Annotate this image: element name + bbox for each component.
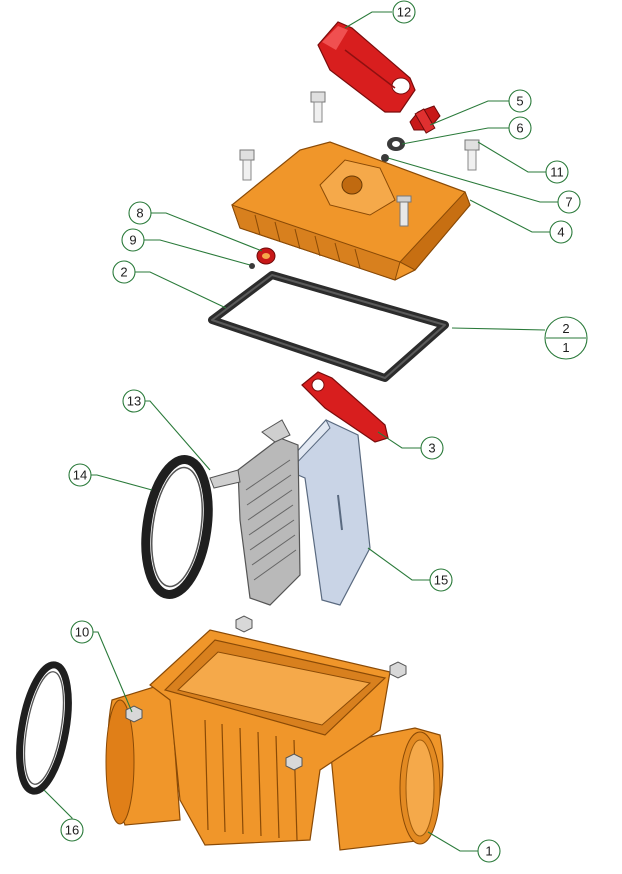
plug-part xyxy=(409,105,441,134)
callout-label-bottom: 1 xyxy=(562,340,569,355)
washer-part xyxy=(387,137,405,151)
callout-label: 8 xyxy=(136,206,143,221)
callout-12: 12 xyxy=(392,0,416,24)
red-lever-part xyxy=(301,371,389,443)
callout-1: 1 xyxy=(477,839,501,863)
callout-14: 14 xyxy=(68,463,92,487)
bolt-part xyxy=(310,91,326,123)
callout-8: 8 xyxy=(128,201,152,225)
callout-13: 13 xyxy=(122,389,146,413)
callout-3: 3 xyxy=(420,436,444,460)
callout-label: 3 xyxy=(428,441,435,456)
callout-2: 2 xyxy=(112,260,136,284)
callout-7: 7 xyxy=(557,190,581,214)
callout-11: 11 xyxy=(545,160,569,184)
lever-handle-part xyxy=(317,21,416,113)
small-nut-part xyxy=(381,154,389,162)
leader-lines xyxy=(43,11,558,852)
callout-label: 7 xyxy=(565,195,572,210)
tiny-nut-part xyxy=(249,263,255,269)
callout-6: 6 xyxy=(508,116,532,140)
bolt-part xyxy=(464,139,480,171)
valve-body-part xyxy=(105,615,444,851)
callout-10: 10 xyxy=(70,620,94,644)
callout-label: 4 xyxy=(557,225,564,240)
callout-4: 4 xyxy=(549,220,573,244)
callout-label: 1 xyxy=(485,844,492,859)
callout-9: 9 xyxy=(121,228,145,252)
callout-2-over-1: 2 1 xyxy=(544,316,588,360)
ring-seal-part xyxy=(141,455,213,599)
callout-label: 2 xyxy=(120,265,127,280)
callout-label-top: 2 xyxy=(562,321,569,336)
callout-15: 15 xyxy=(429,568,453,592)
callout-label: 10 xyxy=(75,625,89,640)
ring-seal-part xyxy=(16,661,72,795)
lid-gasket-part xyxy=(208,271,449,382)
callout-label: 5 xyxy=(516,94,523,109)
callout-label: 13 xyxy=(127,394,141,409)
callout-label: 11 xyxy=(550,165,564,180)
lid-part xyxy=(231,141,471,281)
callout-5: 5 xyxy=(508,89,532,113)
callout-label: 15 xyxy=(434,573,448,588)
callout-16: 16 xyxy=(60,818,84,842)
callout-label: 9 xyxy=(129,233,136,248)
callout-label: 6 xyxy=(516,121,523,136)
callout-label: 14 xyxy=(73,468,87,483)
bolt-part xyxy=(239,149,255,181)
callout-label: 16 xyxy=(65,823,79,838)
flap-part xyxy=(209,419,301,606)
cap-part xyxy=(256,247,276,265)
callout-label: 12 xyxy=(397,5,411,20)
